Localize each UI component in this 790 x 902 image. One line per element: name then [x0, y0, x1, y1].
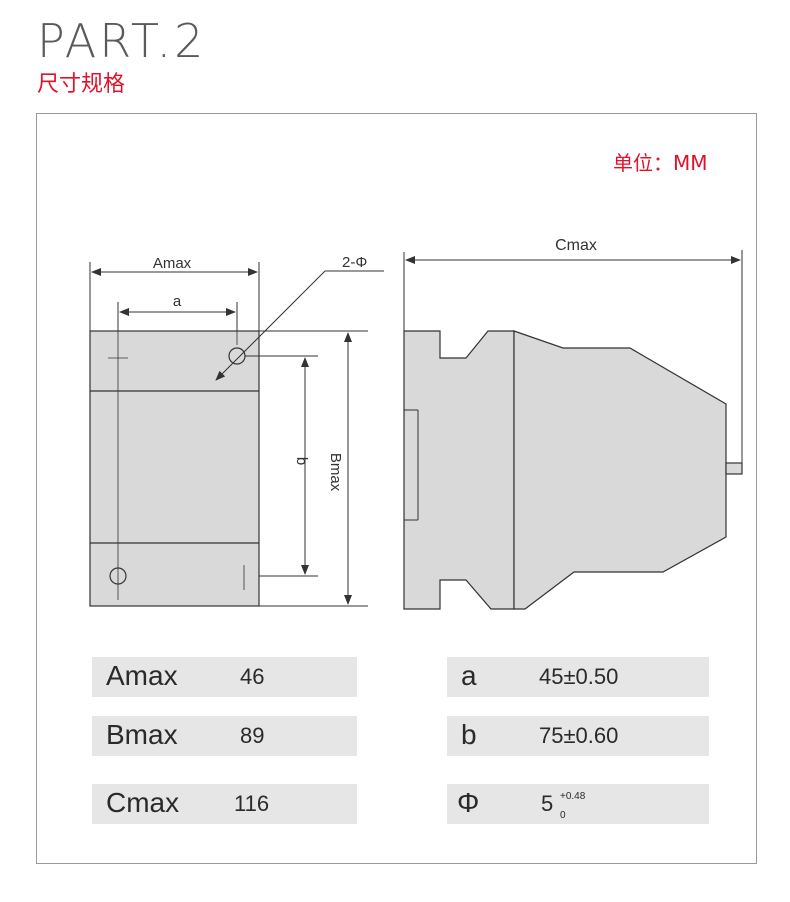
- section-subtitle: 尺寸规格: [37, 72, 126, 97]
- side-body-right: [513, 330, 727, 610]
- unit-label: 单位：MM: [613, 151, 708, 175]
- spec-value: 89: [240, 723, 265, 748]
- cmax-dimension: [403, 250, 743, 463]
- spec-value: 116: [234, 791, 270, 816]
- side-terminal: [725, 462, 743, 475]
- spec-value: 45±0.50: [539, 664, 619, 689]
- hole-label: 2-Φ: [342, 254, 367, 271]
- a-dimension: [117, 302, 238, 331]
- spec-name: Φ: [457, 787, 480, 818]
- spec-name: Bmax: [106, 719, 178, 750]
- spec-name: b: [461, 719, 477, 750]
- a-label: a: [173, 293, 182, 310]
- spec-value: 5: [541, 791, 554, 816]
- spec-row-b: b 75±0.60: [447, 716, 709, 756]
- hole-leader: [215, 270, 384, 381]
- spec-frame: [36, 113, 757, 864]
- spec-name: Amax: [106, 660, 178, 691]
- part-title: PART.2: [37, 14, 207, 68]
- b-label: b: [293, 457, 310, 465]
- spec-row-phi: Φ 5 +0.48 0: [447, 784, 709, 824]
- b-dimension: [245, 355, 318, 577]
- cmax-label: Cmax: [555, 237, 597, 254]
- front-view: [89, 315, 260, 607]
- amax-label: Amax: [153, 255, 192, 272]
- spec-value: 75±0.60: [539, 723, 619, 748]
- spec-name: a: [461, 660, 477, 691]
- side-view: [403, 330, 743, 610]
- front-body: [89, 330, 260, 607]
- spec-row-bmax: Bmax 89: [92, 716, 357, 756]
- spec-row-cmax: Cmax 116: [92, 784, 357, 824]
- tolerance-upper: +0.48: [560, 791, 586, 802]
- bmax-label: Bmax: [327, 453, 344, 492]
- tolerance-lower: 0: [560, 810, 566, 821]
- side-body-left: [403, 330, 515, 610]
- bmax-dimension: [259, 330, 368, 607]
- spec-name: Cmax: [106, 787, 180, 818]
- mount-hole-bottom: [109, 567, 127, 585]
- spec-row-a: a 45±0.50: [447, 657, 709, 697]
- amax-dimension: [89, 262, 260, 331]
- spec-value: 46: [240, 664, 265, 689]
- spec-row-amax: Amax 46: [92, 657, 357, 697]
